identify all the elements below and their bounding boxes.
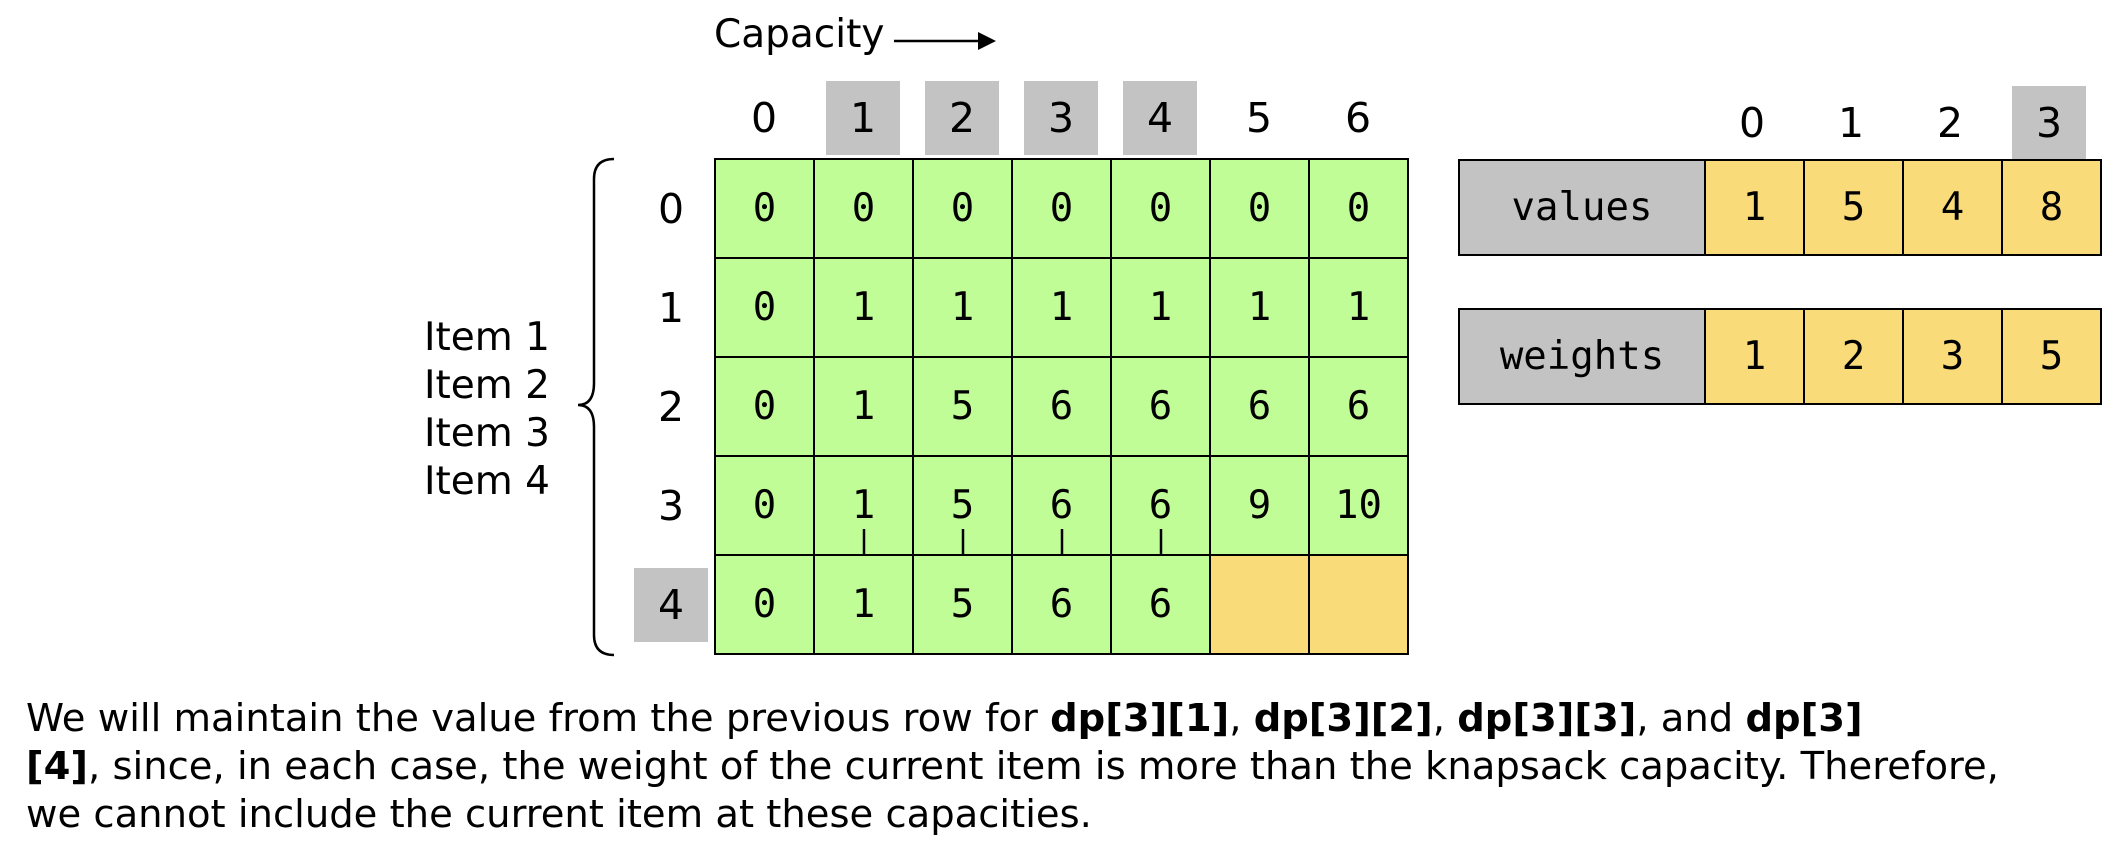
dp-cell: 0 bbox=[1112, 160, 1211, 259]
code-ref: [4] bbox=[26, 744, 88, 789]
dp-cell: 1 bbox=[1310, 259, 1409, 358]
row-header-1: 1 bbox=[657, 284, 685, 332]
dp-cell: 1 bbox=[1211, 259, 1310, 358]
array-index-header-2: 2 bbox=[1936, 99, 1964, 147]
dp-cell: 0 bbox=[1310, 160, 1409, 259]
dp-cell-value: 6 bbox=[1148, 483, 1173, 528]
dp-cell: 1 bbox=[914, 259, 1013, 358]
text-run: , bbox=[1432, 696, 1458, 741]
dp-cell: 9 bbox=[1211, 457, 1310, 556]
dp-cell-value: 6 bbox=[1049, 483, 1074, 528]
dp-table: 0 0 0 0 0 0 0 0 1 1 1 1 1 1 0 1 5 6 6 6 … bbox=[714, 158, 1409, 655]
text-run: We will maintain the value from the prev… bbox=[26, 696, 1051, 741]
dp-cell: 6 bbox=[1013, 556, 1112, 655]
code-ref: dp[3][2] bbox=[1253, 696, 1433, 741]
col-header-0: 0 bbox=[750, 94, 778, 142]
item-label: Item 4 bbox=[424, 459, 550, 504]
dp-cell-empty bbox=[1310, 556, 1409, 655]
dp-cell: 0 bbox=[914, 160, 1013, 259]
array-index-header-3: 3 bbox=[2012, 86, 2086, 160]
dp-cell-value: 5 bbox=[950, 483, 975, 528]
capacity-label: Capacity bbox=[714, 12, 885, 57]
text-run: , bbox=[1229, 696, 1254, 741]
row-header-3: 3 bbox=[657, 482, 685, 530]
dp-cell: 0 bbox=[716, 259, 815, 358]
dp-cell: 6 bbox=[1013, 358, 1112, 457]
values-cell: 5 bbox=[1805, 159, 1904, 256]
description-text: We will maintain the value from the prev… bbox=[26, 695, 2116, 839]
row-header-2: 2 bbox=[657, 383, 685, 431]
dp-cell: 0 bbox=[716, 457, 815, 556]
array-index-header-1: 1 bbox=[1837, 99, 1865, 147]
code-ref: dp[3][3] bbox=[1457, 696, 1637, 741]
capacity-arrow-icon bbox=[894, 32, 996, 50]
row-header-0: 0 bbox=[657, 185, 685, 233]
item-label: Item 2 bbox=[424, 363, 550, 408]
dp-cell-value: 0 bbox=[752, 483, 777, 528]
curly-brace-icon bbox=[577, 157, 615, 657]
dp-cell-empty bbox=[1211, 556, 1310, 655]
values-label: values bbox=[1458, 159, 1706, 256]
dp-cell: 0 bbox=[1013, 160, 1112, 259]
dp-cell: 6 bbox=[1310, 358, 1409, 457]
dp-cell: 6 bbox=[1112, 358, 1211, 457]
item-label: Item 3 bbox=[424, 411, 550, 456]
values-cell: 8 bbox=[2003, 159, 2102, 256]
col-header-5: 5 bbox=[1245, 94, 1273, 142]
weights-cell: 1 bbox=[1706, 308, 1805, 405]
dp-cell: 1 bbox=[815, 358, 914, 457]
row-header-4: 4 bbox=[634, 568, 708, 642]
col-header-3: 3 bbox=[1024, 81, 1098, 155]
values-cell: 1 bbox=[1706, 159, 1805, 256]
weights-array: weights 1 2 3 5 bbox=[1458, 308, 2102, 405]
dp-cell: 5 bbox=[914, 556, 1013, 655]
dp-cell: 5 bbox=[914, 358, 1013, 457]
col-header-1: 1 bbox=[826, 81, 900, 155]
dp-cell: 6 bbox=[1211, 358, 1310, 457]
dp-cell: 1 bbox=[1112, 259, 1211, 358]
dp-cell: 0 bbox=[815, 160, 914, 259]
dp-cell: 0 bbox=[716, 160, 815, 259]
code-ref: dp[3] bbox=[1745, 696, 1863, 741]
item-labels: Item 1 Item 2 Item 3 Item 4 bbox=[424, 314, 550, 506]
dp-cell-value: 1 bbox=[851, 483, 876, 528]
text-run: , and bbox=[1636, 696, 1746, 741]
weights-cell: 2 bbox=[1805, 308, 1904, 405]
weights-cell: 5 bbox=[2003, 308, 2102, 405]
weights-label: weights bbox=[1458, 308, 1706, 405]
col-header-2: 2 bbox=[925, 81, 999, 155]
dp-cell: 1 bbox=[1013, 259, 1112, 358]
description-line-1: We will maintain the value from the prev… bbox=[26, 695, 2116, 743]
code-ref: dp[3][1] bbox=[1050, 696, 1230, 741]
dp-cell: 1 bbox=[815, 457, 914, 578]
dp-cell: 5 bbox=[914, 457, 1013, 578]
values-array: values 1 5 4 8 bbox=[1458, 159, 2102, 256]
col-header-6: 6 bbox=[1344, 94, 1372, 142]
dp-cell: 10 bbox=[1310, 457, 1409, 556]
col-header-4: 4 bbox=[1123, 81, 1197, 155]
weights-cell: 3 bbox=[1904, 308, 2003, 405]
array-index-header-0: 0 bbox=[1738, 99, 1766, 147]
dp-cell: 0 bbox=[716, 358, 815, 457]
item-label: Item 1 bbox=[424, 315, 550, 360]
dp-cell: 0 bbox=[716, 556, 815, 655]
values-cell: 4 bbox=[1904, 159, 2003, 256]
dp-cell: 6 bbox=[1112, 457, 1211, 578]
dp-cell: 6 bbox=[1013, 457, 1112, 578]
dp-cell: 0 bbox=[1211, 160, 1310, 259]
description-line-3: we cannot include the current item at th… bbox=[26, 792, 1092, 837]
dp-cell: 1 bbox=[815, 259, 914, 358]
dp-cell: 6 bbox=[1112, 556, 1211, 655]
description-line-2: [4], since, in each case, the weight of … bbox=[26, 743, 2116, 791]
dp-cell: 1 bbox=[815, 556, 914, 655]
text-run: , since, in each case, the weight of the… bbox=[87, 744, 1999, 789]
